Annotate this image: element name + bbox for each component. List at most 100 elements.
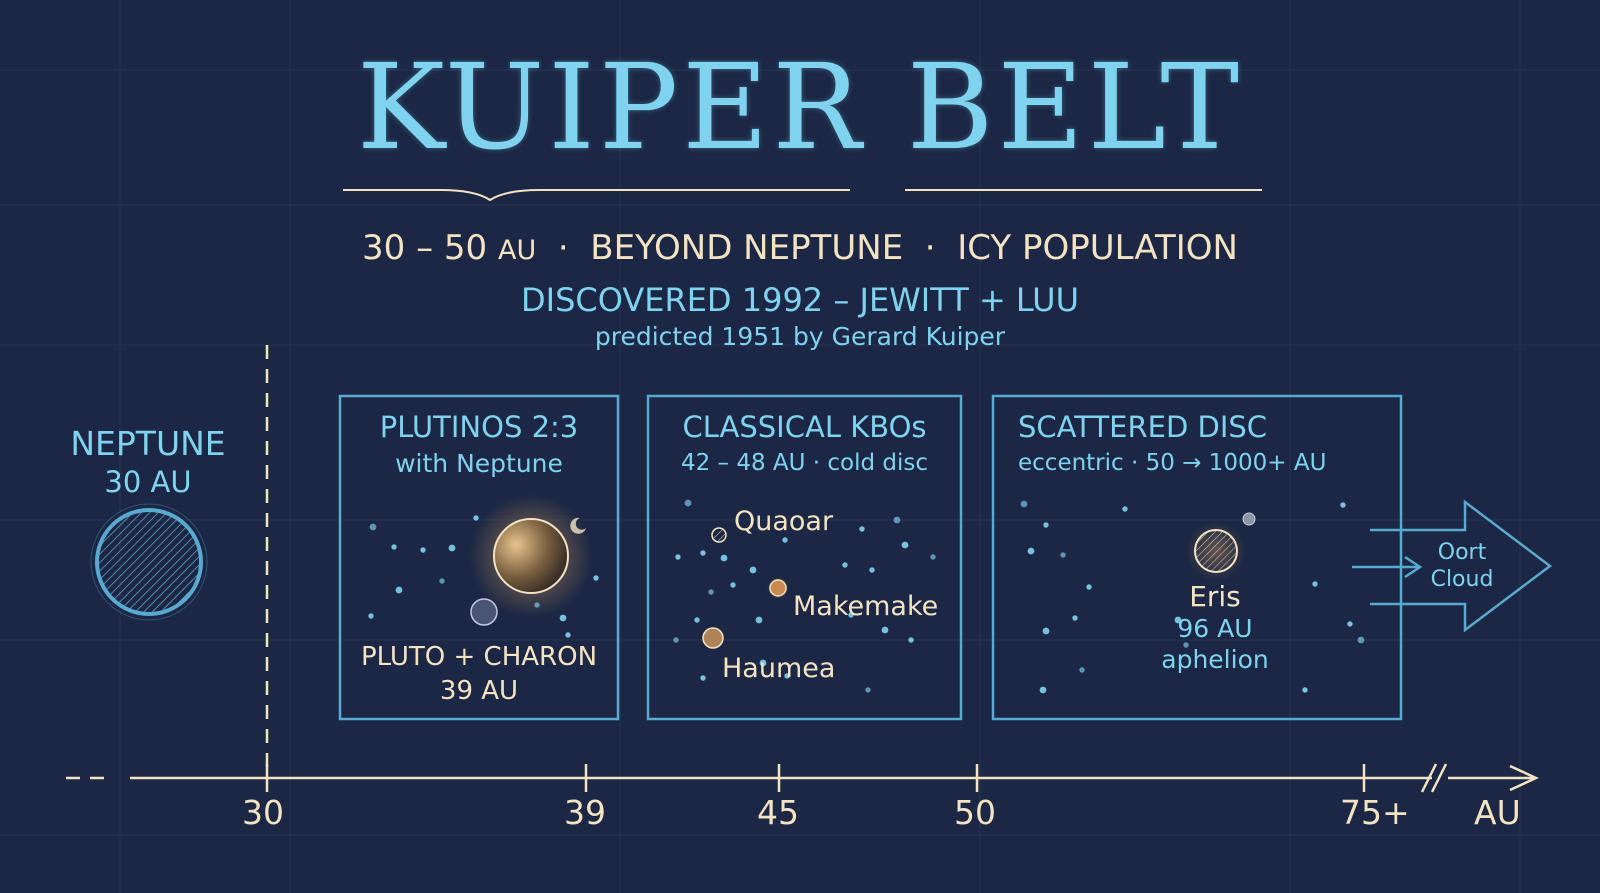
icy-body-dot: [1020, 500, 1028, 508]
icy-body-dot: [1122, 506, 1128, 512]
plutinos-title: PLUTINOS 2:3: [379, 410, 579, 444]
icy-body-dot: [673, 637, 679, 643]
classical-subtitle: 42 – 48 AU · cold disc: [680, 450, 929, 476]
predicted-text: predicted 1951 by Gerard Kuiper: [594, 322, 1006, 351]
neptune-label: NEPTUNE: [70, 424, 226, 463]
eris-aphelion-note: aphelion: [1161, 645, 1269, 674]
icy-body-dot: [842, 562, 848, 568]
icy-body-dot: [1357, 636, 1365, 644]
icy-body-dot: [901, 541, 909, 549]
icy-body-dot: [759, 659, 767, 667]
plutinos-box: [338, 394, 620, 721]
icy-body-dot: [473, 515, 479, 521]
icy-body-dot: [848, 612, 854, 618]
classical-title: CLASSICAL KBOs: [682, 410, 927, 444]
icy-body-dot: [893, 516, 901, 524]
icy-body-dot: [1079, 667, 1085, 673]
icy-body-dot: [694, 617, 700, 623]
scattered-box: [991, 394, 1403, 721]
icy-body-dot: [1027, 547, 1035, 555]
icy-body-dot: [593, 575, 599, 581]
neptune-planet: [90, 503, 208, 621]
discovered-text: DISCOVERED 1992 – JEWITT + LUU: [520, 281, 1079, 319]
icy-body-dot: [534, 602, 540, 608]
icy-body-dot: [420, 547, 426, 553]
eris-distance: 96 AU: [1177, 614, 1253, 643]
separator-dot: ·: [924, 228, 936, 268]
oort-label-line2: Cloud: [1430, 567, 1494, 592]
classical-objects: [702, 527, 789, 649]
axis-tick-label: 75+: [1340, 793, 1410, 832]
icy-body-dot: [391, 544, 397, 550]
icy-body-dot: [448, 544, 456, 552]
axis-tick-label: 45: [757, 793, 799, 832]
distance-axis: [66, 763, 1539, 793]
icy-body-dot: [395, 586, 403, 594]
pluto-charon: [469, 494, 593, 626]
oort-label-line1: Oort: [1437, 540, 1487, 565]
axis-ticks: [265, 764, 1366, 792]
icy-body-dot: [930, 554, 936, 560]
icy-body-dot: [439, 578, 445, 584]
icy-body-dot: [368, 613, 374, 619]
icy-body-dot: [1072, 615, 1078, 621]
icy-body-dot: [708, 589, 714, 595]
icy-body-dot: [755, 616, 763, 624]
plutinos-subtitle: with Neptune: [395, 449, 563, 478]
icy-body-dot: [865, 687, 871, 693]
icy-body-dot: [700, 675, 706, 681]
subtitle-line: 30 – 50 AU · BEYOND NEPTUNE · ICY POPULA…: [0, 228, 1600, 268]
icy-population-text: ICY POPULATION: [957, 228, 1238, 268]
oort-arrow: [1352, 499, 1553, 633]
icy-body-dot: [1043, 522, 1049, 528]
icy-body-dot: [1312, 581, 1318, 587]
quaoar-label: Quaoar: [734, 506, 834, 537]
icy-body-dot: [675, 554, 681, 560]
axis-tick-label: 39: [564, 793, 606, 832]
icy-body-dot: [369, 523, 377, 531]
icy-body-dot: [782, 537, 788, 543]
range-number: 30 – 50: [362, 228, 488, 268]
icy-body-dot: [730, 582, 736, 588]
icy-body-dot: [1347, 621, 1353, 627]
icy-body-dot: [1086, 584, 1092, 590]
neptune-distance: 30 AU: [104, 465, 192, 499]
axis-tick-label: 30: [242, 793, 284, 832]
icy-body-dot: [1174, 616, 1182, 624]
title-underline: [343, 189, 1262, 202]
beyond-neptune-text: BEYOND NEPTUNE: [590, 228, 904, 268]
icy-body-dot: [869, 567, 875, 573]
icy-body-dot: [859, 526, 865, 532]
icy-body-dot: [881, 626, 889, 634]
scattered-subtitle: eccentric · 50 → 1000+ AU: [1018, 450, 1327, 476]
pluto-charon-label: PLUTO + CHARON: [360, 642, 598, 672]
icy-body-dot: [784, 673, 790, 679]
separator-dot: ·: [557, 228, 569, 268]
axis-unit-label: AU: [1474, 793, 1521, 832]
icy-body-dot: [700, 550, 706, 556]
haumea-label: Haumea: [722, 653, 836, 684]
icy-body-dot: [1302, 687, 1308, 693]
scattered-title: SCATTERED DISC: [1018, 410, 1268, 444]
eris-object: [1186, 512, 1256, 581]
makemake-label: Makemake: [793, 591, 939, 622]
classical-box: [646, 394, 963, 721]
icy-body-dot: [1039, 686, 1047, 694]
range-unit: AU: [497, 235, 537, 266]
icy-body-dot: [720, 554, 728, 562]
eris-label: Eris: [1189, 580, 1241, 613]
icy-body-dot: [1042, 627, 1050, 635]
icy-body-dot: [1183, 642, 1189, 648]
icy-body-dot: [1060, 552, 1066, 558]
pluto-distance: 39 AU: [439, 676, 519, 706]
icy-body-dot: [565, 632, 571, 638]
icy-body-dot: [684, 499, 692, 507]
page-title: KUIPER BELT: [356, 38, 1244, 176]
icy-body-dot: [1340, 502, 1346, 508]
icy-body-dot: [559, 614, 567, 622]
axis-tick-label: 50: [954, 793, 996, 832]
icy-bodies-dots: [368, 499, 1365, 694]
icy-body-dot: [749, 566, 757, 574]
